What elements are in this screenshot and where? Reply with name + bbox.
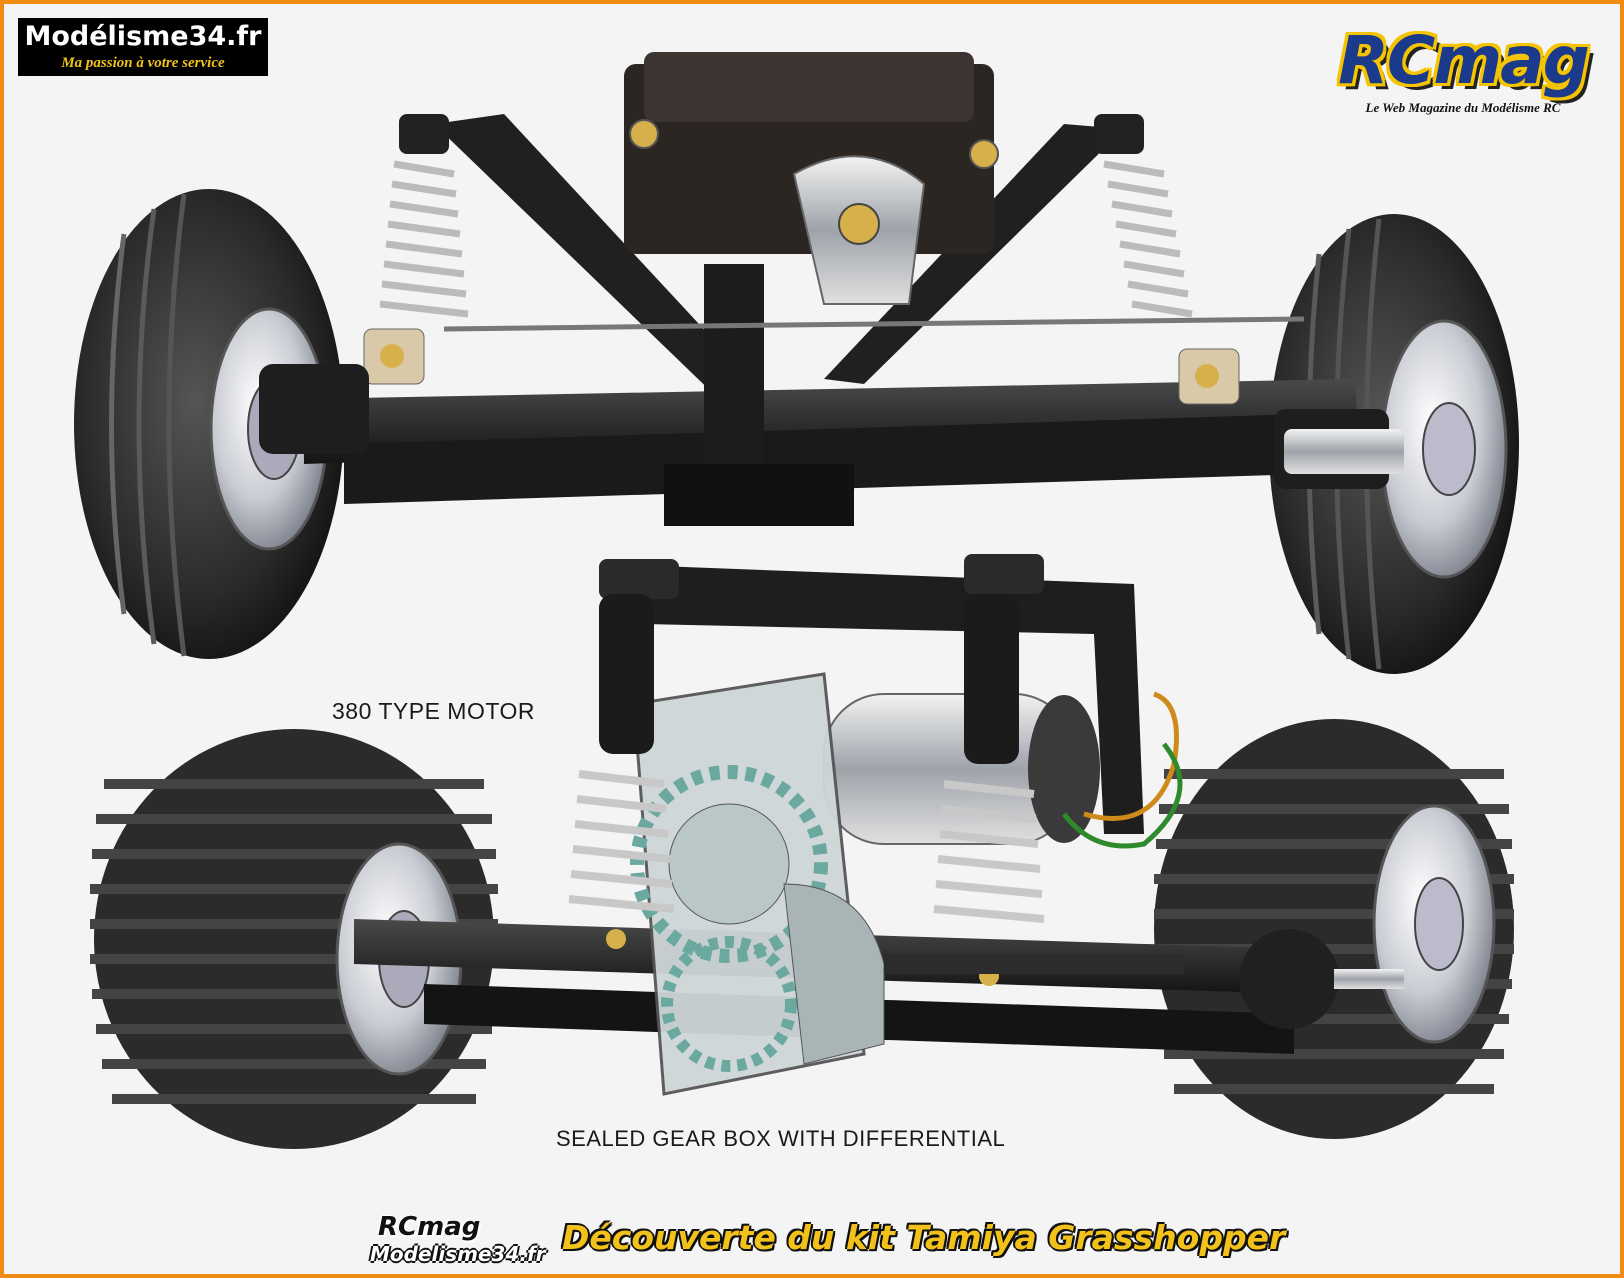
rcmag-tagline: Le Web Magazine du Modélisme RC [1365, 100, 1561, 115]
label-sealed-gear-box: SEALED GEAR BOX WITH DIFFERENTIAL [556, 1126, 1006, 1151]
gearbox [630, 672, 885, 1096]
rcmag-logo: RCmag Le Web Magazine du Modélisme RC [1322, 26, 1604, 116]
modelisme34-site: Modélisme34.fr [24, 21, 262, 52]
label-380-type-motor: 380 TYPE MOTOR [332, 698, 535, 724]
rear-right-wheel [1154, 719, 1514, 1139]
footer-logo-modelisme34: Modelisme34.fr [370, 1242, 546, 1266]
footer-logo: RCmag Modelisme34.fr [370, 1212, 550, 1268]
front-right-shock [1094, 114, 1240, 405]
front-axle-assembly [74, 52, 1519, 674]
front-left-shock [363, 114, 469, 385]
modelisme34-watermark: Modélisme34.fr Ma passion à votre servic… [18, 18, 268, 76]
rear-axle-assembly [90, 554, 1514, 1149]
rear-left-shock [568, 594, 675, 949]
chassis-illustration [74, 52, 1519, 1149]
footer-caption: Découverte du kit Tamiya Grasshopper [562, 1218, 1286, 1257]
modelisme34-slogan: Ma passion à votre service [61, 55, 225, 71]
rcmag-logo-word: RCmag [1338, 22, 1590, 99]
footer-logo-rcmag: RCmag [378, 1212, 481, 1242]
